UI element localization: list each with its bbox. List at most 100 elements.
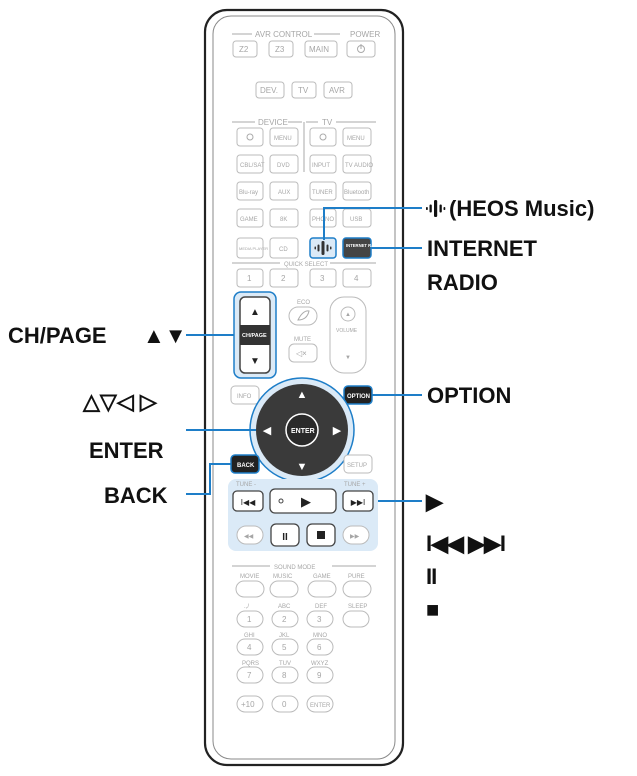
z3-button[interactable] bbox=[268, 40, 294, 58]
eco-leaf-icon bbox=[297, 310, 310, 321]
dev-button[interactable] bbox=[255, 81, 285, 99]
key-3-label: 3 bbox=[317, 615, 322, 624]
music-button[interactable] bbox=[269, 580, 299, 598]
ch-eco-volume-section: ▲ CH/PAGE ▼ ECO MUTE ◁× ▲ VOLUME ▼ bbox=[233, 291, 367, 379]
quick-select-1-label: 1 bbox=[247, 274, 252, 283]
game-label: GAME bbox=[240, 217, 258, 223]
movie-button[interactable] bbox=[235, 580, 265, 598]
key-9-label: 9 bbox=[317, 671, 322, 680]
quick-select-4-button[interactable] bbox=[342, 268, 372, 288]
key-7-button[interactable] bbox=[236, 666, 264, 684]
pause-button[interactable] bbox=[270, 523, 300, 547]
info-label: INFO bbox=[237, 394, 252, 400]
pure-button[interactable] bbox=[342, 580, 372, 598]
device-menu-button[interactable] bbox=[269, 127, 299, 147]
play-button[interactable] bbox=[269, 488, 337, 514]
heos-callout-icon bbox=[426, 200, 446, 217]
enter-callout: ENTER bbox=[89, 438, 164, 463]
skip-forward-button[interactable] bbox=[342, 490, 374, 512]
key-4-button[interactable] bbox=[236, 638, 264, 656]
device-tv-section: DEVICE TV MENU MENU CBL/SAT DVD INPUT TV… bbox=[232, 118, 382, 259]
media-player-button[interactable] bbox=[236, 237, 264, 259]
heos-icon bbox=[314, 241, 332, 255]
cbl-sat-button[interactable] bbox=[236, 154, 264, 174]
media-player-label: MEDIA PLAYER bbox=[239, 246, 268, 251]
stop-icon bbox=[317, 531, 325, 539]
device-power-button[interactable] bbox=[236, 127, 264, 147]
quick-select-1-button[interactable] bbox=[236, 268, 264, 288]
key-5-button[interactable] bbox=[271, 638, 299, 656]
skip-callout: I◀◀ ▶▶I bbox=[426, 531, 505, 556]
quick-select-3-label: 3 bbox=[320, 274, 325, 283]
aux-button[interactable] bbox=[269, 181, 299, 201]
internet-radio-callout-line2: RADIO bbox=[427, 270, 498, 295]
internet-radio-callout-line1: INTERNET bbox=[427, 236, 538, 261]
plus10-button[interactable] bbox=[236, 695, 264, 713]
tv-power-icon bbox=[319, 133, 327, 141]
aux-label: AUX bbox=[278, 190, 290, 196]
skip-back-icon: I◀◀ bbox=[241, 498, 256, 507]
pause-icon: II bbox=[282, 532, 288, 543]
dpad-up-icon[interactable]: ▲ bbox=[297, 389, 308, 401]
dpad-right-icon[interactable]: ▶ bbox=[333, 425, 342, 437]
key-0-label: 0 bbox=[282, 700, 287, 709]
main-button[interactable] bbox=[304, 40, 338, 58]
z2-button[interactable] bbox=[232, 40, 258, 58]
sound-mode-section: SOUND MODE MOVIE MUSIC GAME PURE bbox=[232, 565, 376, 598]
key-2-button[interactable] bbox=[271, 610, 299, 628]
enter-button[interactable] bbox=[285, 413, 319, 447]
internet-radio-button-label: INTERNET RADIO bbox=[346, 243, 382, 248]
sleep-label: SLEEP bbox=[348, 604, 367, 610]
dvd-label: DVD bbox=[277, 163, 290, 169]
music-label: MUSIC bbox=[273, 574, 293, 580]
key-8-button[interactable] bbox=[271, 666, 299, 684]
tuner-button[interactable] bbox=[309, 181, 337, 201]
fast-forward-button[interactable] bbox=[342, 525, 370, 545]
tv-menu-button[interactable] bbox=[342, 127, 372, 147]
cd-label: CD bbox=[279, 247, 288, 253]
dpad-left-icon[interactable]: ◀ bbox=[263, 425, 272, 437]
keypad-enter-button[interactable] bbox=[306, 695, 334, 713]
info-button[interactable] bbox=[230, 385, 260, 405]
bluray-button[interactable] bbox=[236, 181, 264, 201]
tv-power-button[interactable] bbox=[309, 127, 337, 147]
tv-audio-button[interactable] bbox=[342, 154, 372, 174]
key-6-button[interactable] bbox=[306, 638, 334, 656]
key-0-button[interactable] bbox=[271, 695, 299, 713]
bluetooth-button[interactable] bbox=[342, 181, 372, 201]
internet-radio-button[interactable] bbox=[342, 237, 372, 259]
setup-button[interactable] bbox=[343, 454, 373, 474]
bluray-label: Blu-ray bbox=[239, 190, 258, 196]
dvd-button[interactable] bbox=[269, 154, 299, 174]
mute-button[interactable] bbox=[288, 343, 318, 363]
key-2-label: 2 bbox=[282, 615, 287, 624]
enter-button-label: ENTER bbox=[291, 428, 315, 435]
fast-forward-icon: ▶▶ bbox=[350, 534, 360, 540]
cd-button[interactable] bbox=[269, 237, 299, 259]
cbl-sat-label: CBL/SAT bbox=[240, 163, 265, 169]
tv-select-button[interactable] bbox=[291, 81, 317, 99]
skip-back-button[interactable] bbox=[232, 490, 264, 512]
volume-rocker[interactable] bbox=[329, 296, 367, 374]
tv-input-button[interactable] bbox=[309, 154, 337, 174]
avr-button[interactable] bbox=[323, 81, 353, 99]
eco-button[interactable] bbox=[288, 306, 318, 326]
sleep-button[interactable] bbox=[342, 610, 370, 628]
key-5-label: 5 bbox=[282, 643, 287, 652]
8k-button[interactable] bbox=[269, 208, 299, 228]
z3-button-label: Z3 bbox=[275, 45, 285, 54]
game-button[interactable] bbox=[236, 208, 264, 228]
quick-select-2-button[interactable] bbox=[269, 268, 299, 288]
dpad-down-icon[interactable]: ▼ bbox=[297, 461, 308, 473]
pause-callout: II bbox=[426, 564, 436, 589]
key-9-letters: WXYZ bbox=[311, 661, 329, 667]
option-callout: OPTION bbox=[427, 383, 511, 408]
key-7-letters: PQRS bbox=[242, 661, 259, 667]
game-mode-button[interactable] bbox=[307, 580, 337, 598]
rewind-button[interactable] bbox=[236, 525, 264, 545]
key-9-button[interactable] bbox=[306, 666, 334, 684]
quick-select-3-button[interactable] bbox=[309, 268, 337, 288]
movie-label: MOVIE bbox=[240, 574, 259, 580]
key-3-button[interactable] bbox=[306, 610, 334, 628]
key-1-button[interactable] bbox=[236, 610, 264, 628]
